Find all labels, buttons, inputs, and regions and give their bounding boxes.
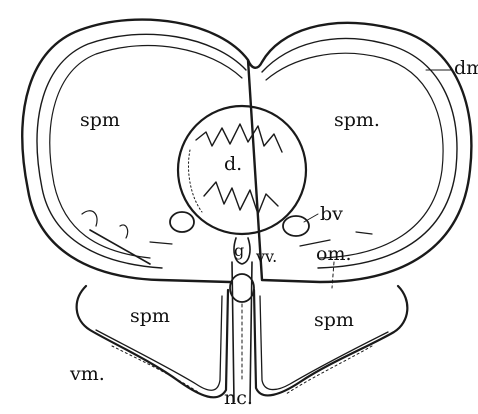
septum-left: [90, 230, 150, 264]
om-leader: [332, 262, 334, 288]
label-dm: dm: [454, 57, 478, 79]
label-g: g: [234, 241, 244, 260]
label-vm: vm.: [69, 363, 105, 385]
somatopleure-line: [50, 46, 443, 258]
ventral-midline-left: [232, 262, 234, 402]
label-spm-right-upper: spm.: [334, 109, 380, 131]
label-spm-left-upper: spm: [80, 109, 120, 131]
label-bv: bv: [320, 203, 343, 225]
gut-epithelium: [189, 150, 203, 212]
ventral-midline-right: [250, 262, 252, 402]
blood-vessel-right: [283, 216, 309, 236]
outer-body-wall: [22, 20, 471, 282]
label-d: d.: [224, 153, 242, 175]
ventral-muscle-right: [286, 346, 372, 394]
label-spm-right-lower: spm: [314, 309, 354, 331]
blood-vessel-left: [170, 212, 194, 232]
label-om: om.: [316, 243, 352, 265]
label-vv: vv.: [255, 247, 277, 266]
lower-right-wall: [254, 286, 407, 395]
label-spm-left-lower: spm: [130, 305, 170, 327]
label-nc: nc.: [224, 387, 253, 409]
nerve-ganglion: [230, 274, 254, 302]
bv-leader: [304, 214, 318, 222]
